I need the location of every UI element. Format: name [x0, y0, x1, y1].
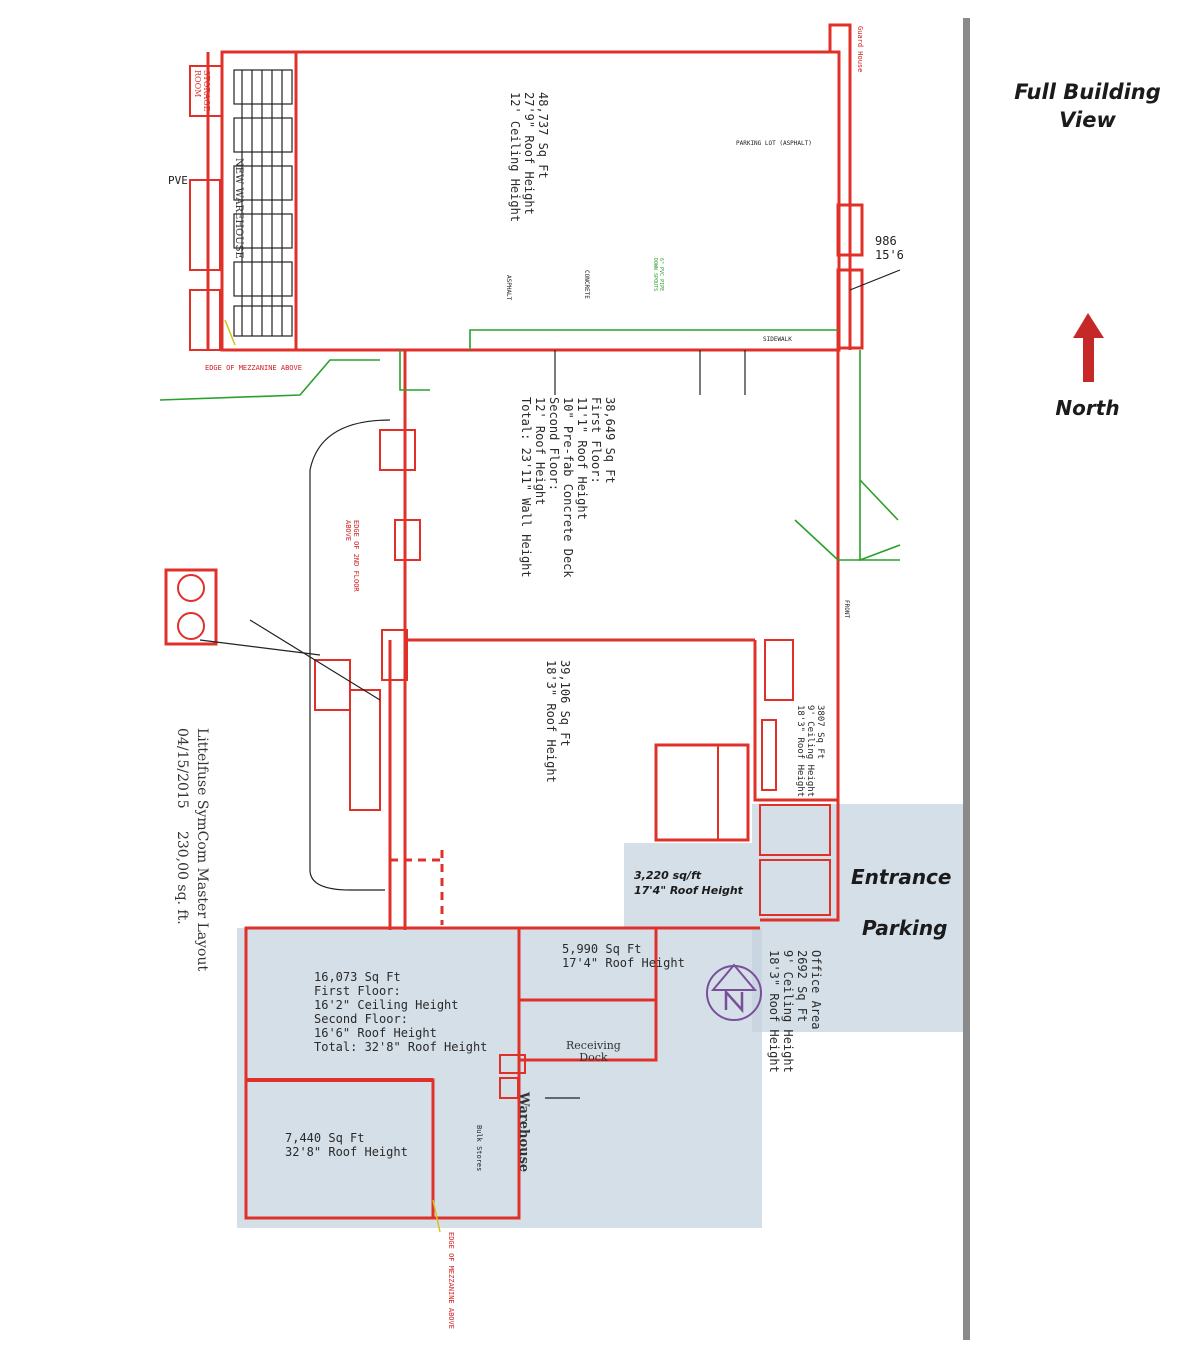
storage-room-label: STORAGE ROOM [193, 70, 211, 112]
title-block-line2: 04/15/2015 230,00 sq. ft. [174, 728, 190, 925]
cn-second: Second Floor: [547, 397, 561, 491]
bulk-roof: 32'8" Roof Height [285, 1145, 408, 1159]
nw-ceiling: 12' Ceiling Height [508, 92, 522, 223]
legend-title-line1: Full Building [1014, 80, 1161, 104]
title-block-line1: Littelfuse SymCom Master Layout [194, 728, 210, 972]
sw-area: 16,073 Sq Ft [314, 970, 401, 984]
compass-icon [706, 963, 762, 1021]
door-openings [390, 850, 444, 925]
parking-lot-label: PARKING LOT (ASPHALT) [736, 140, 812, 147]
divider-line [963, 18, 970, 1340]
bulk-area: 7,440 Sq Ft [285, 1131, 365, 1145]
warehouse-label: Warehouse [516, 1092, 531, 1173]
bulk-stores-label: Bulk Stores [475, 1125, 483, 1172]
sw-first: First Floor: [314, 984, 401, 998]
oa-name: Office Area [809, 950, 823, 1030]
nw-roof: 27'9" Roof Height [522, 92, 536, 215]
eo-area: 3807 Sq Ft [815, 705, 825, 760]
front-label: FRONT [843, 600, 850, 619]
eo-ceiling: 9' Ceiling Height [805, 705, 815, 798]
cs-area: 39,106 Sq Ft [558, 660, 572, 747]
parking-label: Parking [862, 916, 948, 940]
partial-986: 986 [875, 234, 897, 248]
oa-roof: 18'3" Roof Height [767, 950, 781, 1073]
north-label: North [1055, 396, 1120, 420]
pve-label: PVE [168, 174, 188, 187]
oa-area: 2692 Sq Ft [795, 950, 809, 1023]
oa-ceiling: 9' Ceiling Height [781, 950, 795, 1073]
cn-deck: 10" Pre-fab Concrete Deck [561, 397, 575, 578]
entrance-block-info: 3,220 sq/ft 17'4" Roof Height [634, 868, 743, 898]
pvc-pipe-label: 6" PVC PIPE DOWN SPOUTS [652, 258, 664, 292]
cn-area: 38,649 Sq Ft [603, 397, 617, 484]
sw-total: Total: 32'8" Roof Height [314, 1040, 488, 1054]
site-lines [199, 269, 901, 1099]
entrance-block-area: 3,220 sq/ft [634, 869, 702, 882]
sw-second: Second Floor: [314, 1012, 408, 1026]
cn-total: Total: 23'11" Wall Height [519, 397, 533, 578]
legend-title-line2: View [1059, 108, 1116, 132]
concrete-label: CONCRETE [583, 270, 590, 299]
cn-roof2: 12' Roof Height [533, 397, 547, 506]
nw-area: 48,737 Sq Ft [536, 92, 550, 179]
receiving-line1: Receiving [566, 1039, 621, 1052]
eo-roof: 18'3" Roof Height [795, 705, 805, 798]
building-walls [164, 23, 864, 1220]
cs-roof: 18'3" Roof Height [544, 660, 558, 783]
overlay-entrance-block [624, 843, 752, 928]
entrance-label: Entrance [851, 865, 952, 889]
new-warehouse-label: NEW WAREHOUSE [233, 158, 244, 259]
cn-first: First Floor: [589, 397, 603, 484]
sidewalk-label: SIDEWALK [763, 336, 792, 343]
entrance-block-height: 17'4" Roof Height [634, 884, 743, 897]
north-arrow-icon [1073, 313, 1104, 382]
partial-15: 15'6 [875, 248, 904, 262]
sb-area: 5,990 Sq Ft [562, 942, 642, 956]
edge-mezzanine-bottom-label: EDGE OF MEZZANINE ABOVE [447, 1232, 455, 1329]
legend-title: Full Building View [1000, 78, 1175, 134]
nw-warehouse-outline [220, 50, 841, 352]
cn-roof1: 11'1" Roof Height [575, 397, 589, 520]
overlay-entrance-parking [752, 804, 964, 1032]
guard-house-label: Guard House [856, 26, 864, 73]
edge-2nd-floor-label: EDGE OF 2ND FLOOR ABOVE [344, 520, 360, 592]
asphalt-label: ASPHALT [505, 275, 512, 301]
utility-lines [159, 329, 901, 562]
receiving-line2: Dock [579, 1051, 608, 1064]
sb-roof: 17'4" Roof Height [562, 956, 685, 970]
sw-roof: 16'6" Roof Height [314, 1026, 437, 1040]
edge-mezzanine-top-label: EDGE OF MEZZANINE ABOVE [205, 364, 302, 372]
sw-ceiling: 16'2" Ceiling Height [314, 998, 459, 1012]
warehouse-racks [233, 69, 293, 337]
